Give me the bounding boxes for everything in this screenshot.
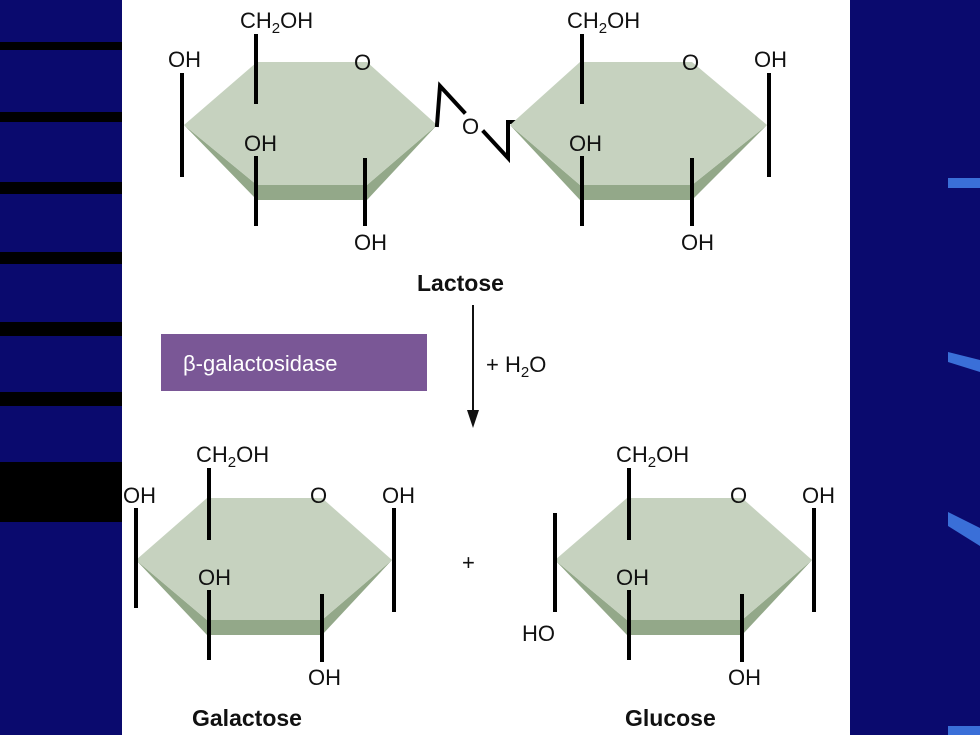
oh-right-label: OH (382, 483, 415, 508)
ring-top-face (555, 498, 812, 620)
glucose-ring: CH2OH O OH OH HO OH (522, 442, 835, 690)
oh-inner-label: OH (198, 565, 231, 590)
linkage-bond-right (481, 120, 516, 164)
ch2oh-label: CH2OH (196, 442, 269, 471)
oh-left-label: OH (123, 483, 156, 508)
bullet-mark-4 (948, 726, 980, 735)
ring-oxygen-label: O (354, 50, 371, 75)
plus-sign: + (462, 550, 475, 575)
ring-side-face (510, 125, 767, 200)
oh-inner-label: OH (244, 131, 277, 156)
water-reagent-label: + H2O (486, 352, 546, 381)
ch2oh-label: CH2OH (616, 442, 689, 471)
reaction-diagram-panel: CH2OH O OH OH OH O CH2OH O OH OH OH Lact… (122, 0, 850, 735)
oh-bottom-label: OH (728, 665, 761, 690)
ring-top-face (184, 62, 437, 185)
reaction-arrowhead (467, 410, 479, 428)
linkage-oxygen-label: O (462, 114, 479, 139)
oh-inner-label: OH (616, 565, 649, 590)
bullet-mark-1 (948, 178, 980, 188)
ring-side-face (136, 560, 392, 635)
galactose-name: Galactose (192, 705, 302, 731)
reaction-diagram: CH2OH O OH OH OH O CH2OH O OH OH OH Lact… (123, 8, 835, 731)
lactose-name: Lactose (417, 270, 504, 296)
oh-bottom-label: OH (354, 230, 387, 255)
glucose-name: Glucose (625, 705, 716, 731)
enzyme-box (161, 334, 427, 391)
lactose-left-ring: CH2OH O OH OH OH (168, 8, 437, 255)
ring-oxygen-label: O (730, 483, 747, 508)
oh-right-label: OH (754, 47, 787, 72)
oh-inner-label: OH (569, 131, 602, 156)
enzyme-label: β-galactosidase (183, 351, 338, 376)
bullet-mark-3 (948, 512, 980, 546)
oh-right-label: OH (802, 483, 835, 508)
ch2oh-label: CH2OH (567, 8, 640, 37)
oh-left-label: OH (168, 47, 201, 72)
ho-left-label: HO (522, 621, 555, 646)
left-stripes (0, 42, 122, 522)
linkage-bond-left (434, 81, 467, 128)
ring-oxygen-label: O (682, 50, 699, 75)
right-bullet-marks (948, 178, 980, 735)
glycosidic-linkage: O (434, 81, 516, 164)
ring-oxygen-label: O (310, 483, 327, 508)
ring-top-face (510, 62, 767, 185)
ring-side-face (555, 560, 812, 635)
oh-bottom-label: OH (308, 665, 341, 690)
ring-top-face (136, 498, 392, 620)
ch2oh-label: CH2OH (240, 8, 313, 37)
lactose-right-ring: CH2OH O OH OH OH (510, 8, 787, 255)
oh-bottom-label: OH (681, 230, 714, 255)
ring-side-face (184, 125, 437, 200)
reaction-step: β-galactosidase + H2O (161, 305, 546, 428)
galactose-ring: CH2OH O OH OH OH OH (123, 442, 415, 690)
bullet-mark-2 (948, 352, 980, 372)
